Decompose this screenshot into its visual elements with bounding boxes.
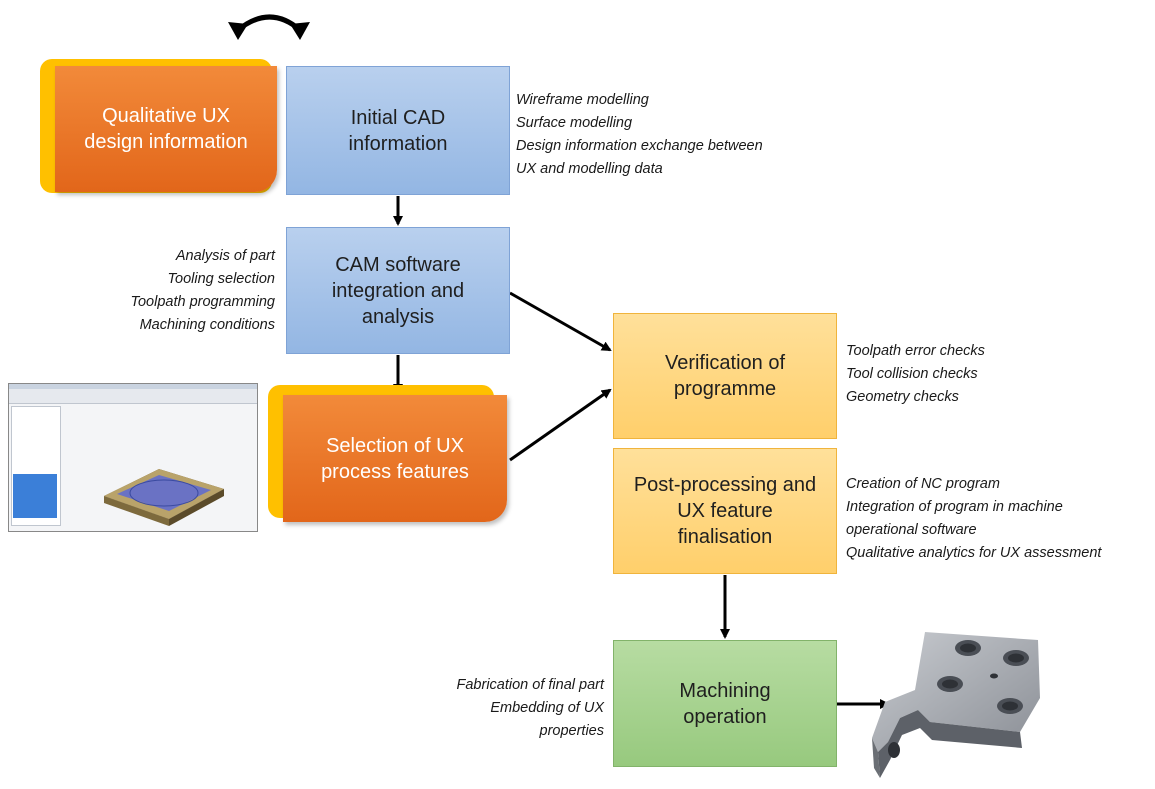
note-line: Analysis of part [175, 248, 275, 264]
qualitative-ux-design-label: Qualitative UX design information [84, 105, 248, 153]
selection-ux-box: Selection of UX process features [283, 395, 507, 522]
note-line: Design information exchange between [516, 137, 763, 154]
note-line: Toolpath error checks [846, 343, 985, 359]
note-line: Creation of NC program [846, 476, 1000, 492]
qualitative-ux-design-box: Qualitative UX design information [55, 66, 277, 192]
machining-notes: Fabrication of final part Embedding of U… [457, 674, 605, 743]
note-line: Toolpath programming [130, 293, 275, 310]
cad-notes: Wireframe modelling Surface modelling De… [516, 89, 763, 181]
cam-3d-model [104, 469, 224, 526]
note-line: UX and modelling data [516, 160, 663, 177]
curved-double-arrow-icon [228, 14, 310, 40]
note-line: Embedding of UX [490, 699, 604, 716]
verification-box: Verification of programme [613, 313, 837, 439]
note-line: Surface modelling [516, 114, 633, 131]
cam-software-screenshot [8, 383, 258, 532]
cam-software-label: CAM software integration and analysis [331, 253, 465, 328]
verification-label: Verification of programme [664, 352, 786, 400]
cam-notes: Analysis of part Tooling selection Toolp… [130, 245, 275, 337]
note-line: Integration of program in machine [846, 498, 1063, 515]
machining-operation-box: Machining operation [613, 640, 837, 767]
machined-metal-part [872, 632, 1040, 778]
note-line: Tooling selection [167, 270, 275, 287]
note-line: Qualitative analytics for UX assessment [846, 544, 1102, 561]
note-line: operational software [846, 521, 977, 538]
note-line: Tool collision checks [846, 365, 978, 382]
note-line: properties [539, 722, 604, 739]
post-processing-notes: Creation of NC program Integration of pr… [846, 473, 1101, 565]
initial-cad-box: Initial CAD information [286, 66, 510, 195]
verification-notes: Toolpath error checks Tool collision che… [846, 340, 985, 409]
post-processing-label: Post-processing and UX feature finalisat… [633, 474, 817, 548]
machining-operation-label: Machining operation [679, 679, 771, 728]
initial-cad-label: Initial CAD information [348, 106, 448, 155]
post-processing-box: Post-processing and UX feature finalisat… [613, 448, 837, 574]
note-line: Machining conditions [139, 316, 275, 333]
cam-software-box: CAM software integration and analysis [286, 227, 510, 354]
arrow-cam-to-verification [509, 291, 612, 352]
note-line: Geometry checks [846, 388, 959, 405]
selection-ux-label: Selection of UX process features [321, 434, 469, 483]
note-line: Fabrication of final part [456, 677, 605, 693]
arrow-selection-to-verification [509, 388, 612, 462]
note-line: Wireframe modelling [516, 92, 649, 108]
